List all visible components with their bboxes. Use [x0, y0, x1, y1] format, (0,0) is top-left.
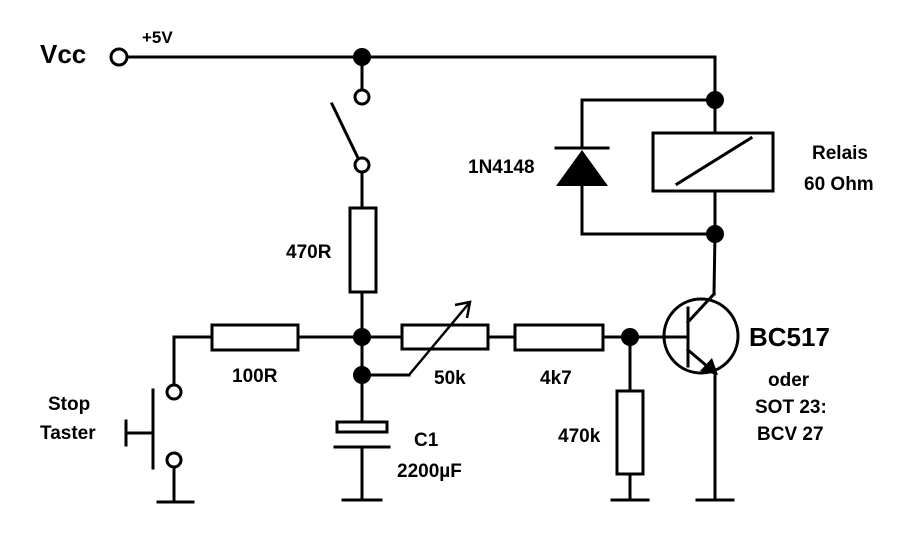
capacitor-c1	[333, 373, 391, 502]
button-terminal-bottom	[165, 451, 183, 469]
vcc-label: Vcc	[40, 39, 86, 69]
resistor-470r	[348, 206, 378, 294]
label-bc517: BC517	[749, 322, 830, 352]
label-470k: 470k	[558, 426, 601, 447]
transistor-bc517	[662, 232, 740, 502]
label-60-ohm: 60 Ohm	[804, 174, 874, 195]
switch-terminal-top	[353, 88, 371, 106]
label-oder: oder	[768, 370, 810, 391]
supply-label: +5V	[142, 28, 173, 47]
stop-button	[124, 383, 195, 504]
label-470r: 470R	[286, 242, 332, 263]
relay-coil	[651, 131, 775, 236]
label-relais: Relais	[812, 143, 868, 164]
diode-1n4148	[554, 98, 717, 236]
vcc-terminal	[109, 47, 129, 67]
potentiometer-50k	[400, 300, 490, 376]
label-taster: Taster	[40, 423, 96, 444]
pulldown-branch	[610, 335, 650, 502]
label-50k: 50k	[434, 368, 466, 389]
label-sot23: SOT 23:	[755, 397, 827, 418]
label-bcv27: BCV 27	[757, 424, 824, 445]
resistor-470k	[615, 389, 645, 476]
label-stop: Stop	[48, 394, 90, 415]
label-2200uf: 2200µF	[397, 461, 462, 482]
vcc-rail	[126, 55, 717, 135]
resistor-100r	[210, 323, 300, 352]
label-100r: 100R	[232, 366, 278, 387]
switch-terminal-bottom	[353, 156, 371, 174]
label-1n4148: 1N4148	[468, 157, 535, 178]
button-terminal-top	[165, 383, 183, 401]
label-4k7: 4k7	[540, 368, 572, 389]
power-switch	[329, 55, 371, 210]
label-c1: C1	[414, 430, 439, 451]
resistor-4k7	[513, 323, 605, 352]
